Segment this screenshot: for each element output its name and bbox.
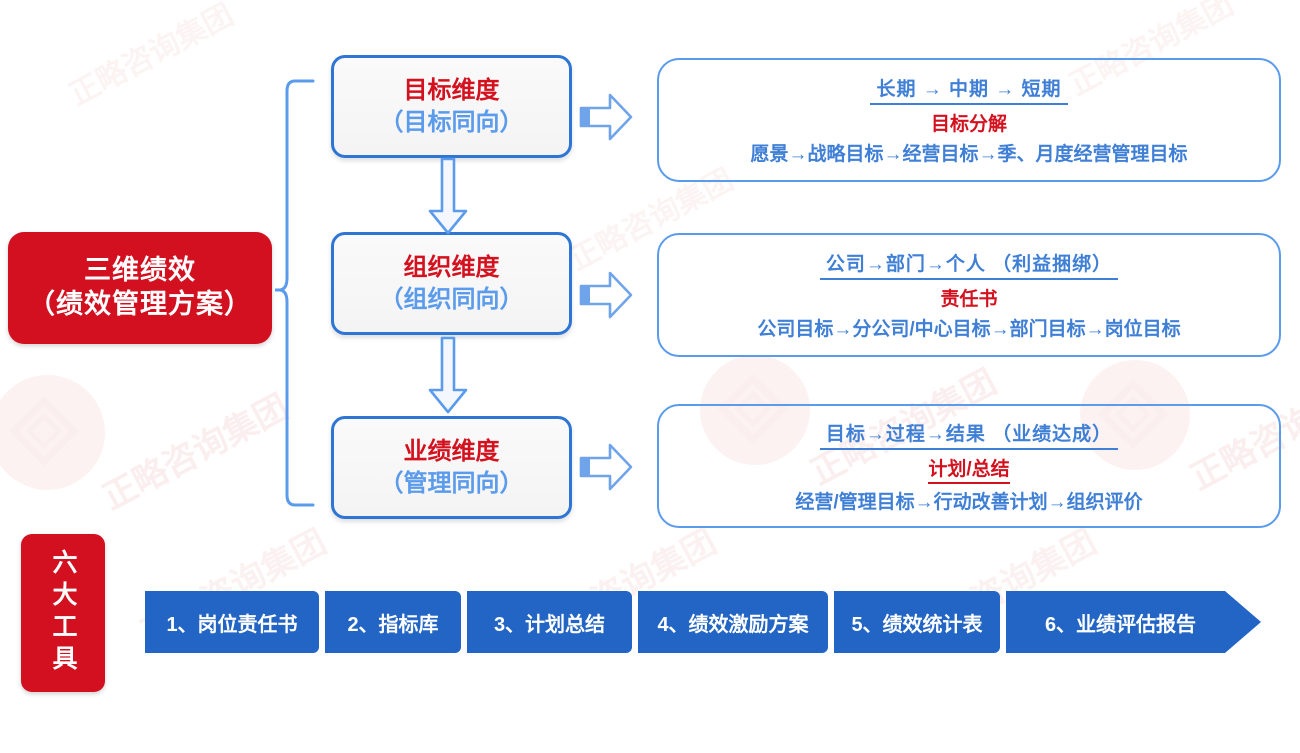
main-title-line1: 三维绩效	[84, 255, 196, 286]
watermark-logo	[8, 395, 80, 467]
tool-item-label: 2、指标库	[347, 613, 439, 636]
panel-keyword: 责任书	[940, 289, 998, 310]
tool-item-3[interactable]: 3、计划总结	[467, 591, 632, 653]
tool-item-label: 4、绩效激励方案	[657, 613, 809, 636]
main-title-line2: （绩效管理方案）	[28, 289, 252, 319]
dimension-alias: （组织同向）	[379, 285, 524, 313]
tools-section-label-text: 六大工具	[49, 549, 77, 677]
tool-item-label: 5、绩效统计表	[851, 613, 983, 636]
tool-item-4[interactable]: 4、绩效激励方案	[638, 591, 828, 653]
tool-item-label: 1、岗位责任书	[166, 613, 298, 636]
curly-brace-icon	[275, 79, 315, 507]
hollow-right-arrow-icon	[579, 93, 633, 141]
panel-detail-line: 愿景→战略目标→经营目标→季、月度经营管理目标	[750, 144, 1188, 165]
panel-flow-line: 公司→部门→个人 （利益捆绑）	[819, 249, 1119, 280]
tools-section-label: 六大工具	[21, 534, 105, 692]
dimension-box-goal[interactable]: 目标维度 （目标同向）	[331, 55, 572, 158]
dimension-box-performance[interactable]: 业绩维度 （管理同向）	[331, 416, 572, 519]
panel-flow-line: 目标→过程→结果 （业绩达成）	[819, 419, 1119, 450]
main-title-box: 三维绩效 （绩效管理方案）	[8, 232, 272, 344]
tool-item-1[interactable]: 1、岗位责任书	[145, 591, 319, 653]
tool-item-2[interactable]: 2、指标库	[325, 591, 461, 653]
tool-item-5[interactable]: 5、绩效统计表	[834, 591, 1000, 653]
detail-panel-performance: 目标→过程→结果 （业绩达成） 计划/总结 经营/管理目标→行动改善计划→组织评…	[657, 404, 1281, 528]
detail-panel-goal: 长期 → 中期 → 短期 目标分解 愿景→战略目标→经营目标→季、月度经营管理目…	[657, 58, 1281, 182]
tool-item-label: 6、业绩评估报告	[1044, 613, 1197, 636]
hollow-down-arrow-icon	[428, 336, 468, 414]
hollow-right-arrow-icon	[579, 443, 633, 491]
watermark-text: 正略咨询集团	[96, 387, 295, 518]
hollow-right-arrow-icon	[579, 271, 633, 319]
panel-detail-line: 经营/管理目标→行动改善计划→组织评价	[795, 491, 1143, 513]
watermark-circle	[0, 375, 105, 490]
dimension-title: 组织维度	[403, 254, 500, 282]
tool-item-label: 3、计划总结	[493, 613, 606, 636]
tool-item-6[interactable]: 6、业绩评估报告	[1006, 591, 1261, 653]
dimension-title: 目标维度	[403, 77, 500, 105]
hollow-down-arrow-icon	[428, 157, 468, 235]
dimension-alias: （管理同向）	[379, 469, 524, 497]
panel-keyword: 目标分解	[930, 114, 1007, 135]
panel-detail-line: 公司目标→分公司/中心目标→部门目标→岗位目标	[757, 319, 1181, 340]
watermark-text: 正略咨询集团	[64, 0, 239, 112]
panel-keyword: 计划/总结	[928, 454, 1010, 484]
dimension-title: 业绩维度	[403, 438, 500, 466]
panel-flow-line: 长期 → 中期 → 短期	[870, 74, 1068, 105]
detail-panel-organization: 公司→部门→个人 （利益捆绑） 责任书 公司目标→分公司/中心目标→部门目标→岗…	[657, 233, 1281, 357]
dimension-alias: （目标同向）	[379, 108, 524, 136]
dimension-box-organization[interactable]: 组织维度 （组织同向）	[331, 232, 572, 335]
